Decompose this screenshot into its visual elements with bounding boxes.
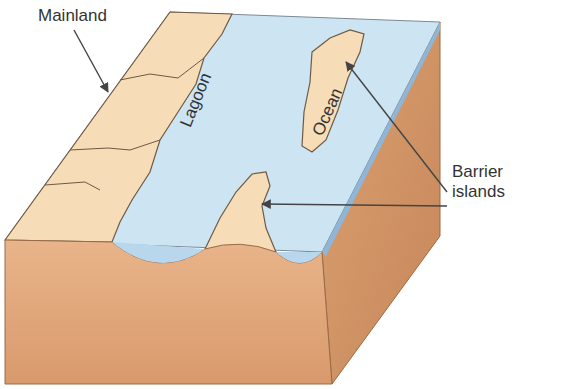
- front-face: [5, 240, 332, 384]
- mainland-land: [5, 12, 232, 242]
- mainland-crack: [70, 140, 160, 150]
- mainland-crack: [120, 58, 204, 80]
- region-label: Mainland: [38, 6, 107, 26]
- label-text: Barrier islands: [452, 162, 542, 203]
- leader-arrow: [74, 30, 108, 92]
- leader-arrow: [346, 62, 447, 192]
- barrier-island: [205, 172, 276, 252]
- feature-label: Barrier islands: [452, 162, 542, 203]
- water-surface: [5, 12, 440, 252]
- leader-arrow: [262, 204, 447, 206]
- lagoon-section: [112, 242, 205, 263]
- barrier-island: [302, 30, 364, 152]
- ocean-section: [276, 252, 322, 263]
- label-text: Mainland: [38, 6, 107, 26]
- mainland-crack: [45, 182, 100, 190]
